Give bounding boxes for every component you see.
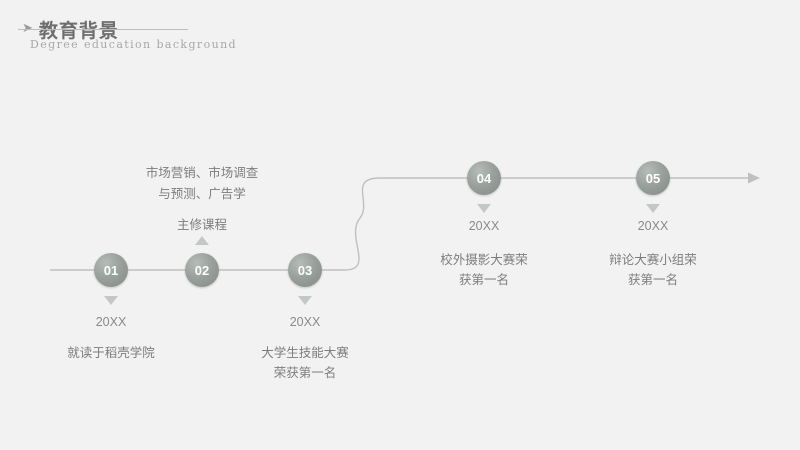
- header-title-row: ➤ 教育背景: [22, 16, 342, 43]
- pointer-down-icon-03: [298, 296, 312, 305]
- slide-header: ➤ 教育背景: [22, 16, 342, 43]
- page-subtitle: Degree education background: [30, 38, 238, 51]
- node-desc-05-line1: 辩论大赛小组荣: [609, 253, 697, 267]
- node-desc-05-line2: 获第一名: [627, 273, 678, 287]
- node-number: 04: [476, 170, 492, 186]
- timeline-node-03[interactable]: 03: [288, 253, 322, 287]
- pointer-down-icon-05: [646, 204, 660, 213]
- timeline-node-02[interactable]: 02: [185, 253, 219, 287]
- node-number: 01: [103, 262, 119, 278]
- node-desc-03-line1: 大学生技能大赛: [261, 346, 349, 360]
- page-title: 教育背景: [38, 20, 119, 42]
- node-label-02: 主修课程: [176, 218, 227, 232]
- pointer-up-icon-02: [195, 236, 209, 245]
- header-divider: [18, 29, 188, 30]
- timeline-node-05[interactable]: 05: [636, 161, 670, 195]
- node-year-05: 20XX: [637, 219, 669, 233]
- node-number: 05: [645, 170, 661, 186]
- node-desc-04-line2: 获第一名: [458, 273, 509, 287]
- node-desc-03-line2: 荣获第一名: [273, 366, 337, 380]
- node-desc-04-line1: 校外摄影大赛荣: [440, 253, 528, 267]
- node-year-04: 20XX: [468, 219, 500, 233]
- node-desc-01: 就读于稻壳学院: [67, 346, 155, 360]
- timeline-node-01[interactable]: 01: [94, 253, 128, 287]
- course-line-1: 市场营销、市场调查: [145, 166, 259, 180]
- pointer-down-icon-01: [104, 296, 118, 305]
- node-number: 03: [297, 262, 313, 278]
- node-year-03: 20XX: [289, 315, 321, 329]
- timeline-node-04[interactable]: 04: [467, 161, 501, 195]
- course-line-2: 与预测、广告学: [158, 187, 246, 201]
- node-number: 02: [194, 262, 210, 278]
- node-year-01: 20XX: [95, 315, 127, 329]
- pointer-down-icon-04: [477, 204, 491, 213]
- arrow-right-icon: ➤: [22, 20, 33, 35]
